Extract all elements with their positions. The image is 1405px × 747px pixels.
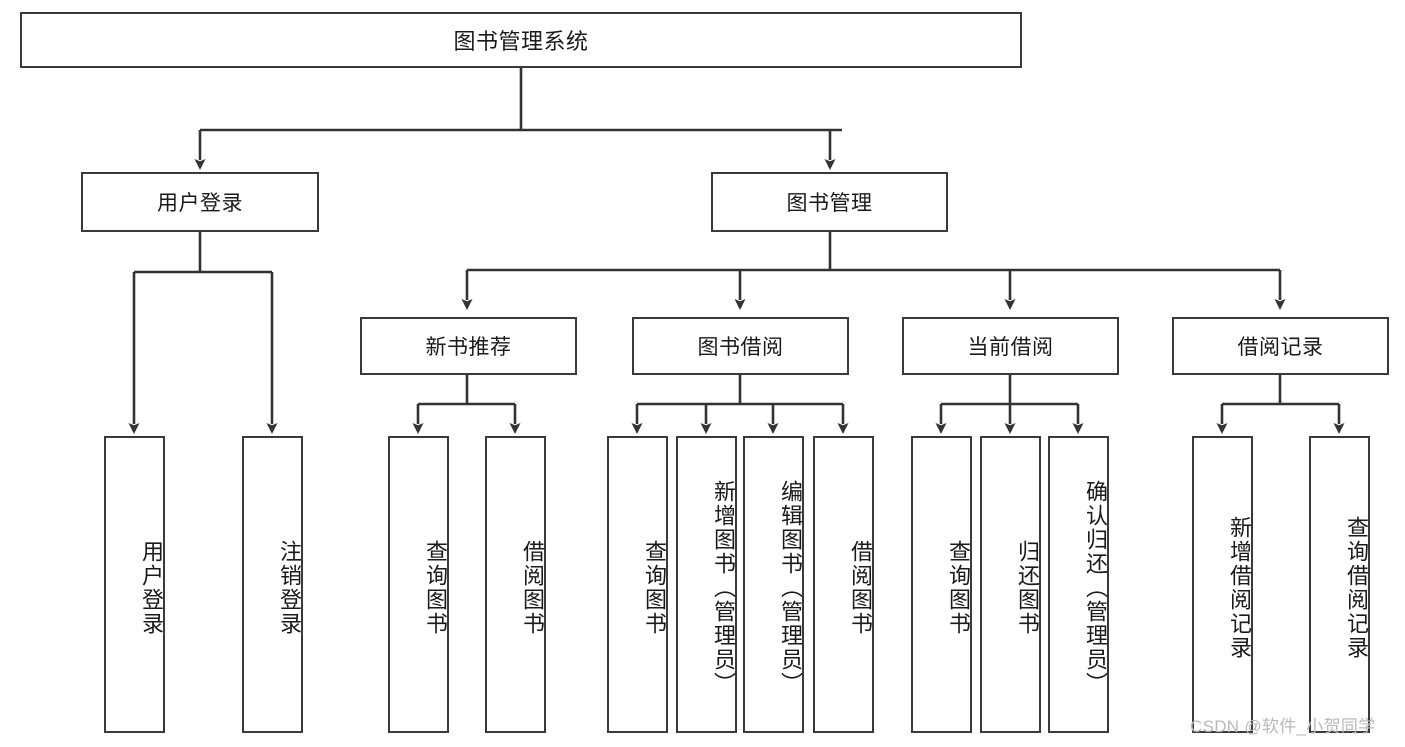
leaf-label: 注销登录	[277, 539, 302, 636]
leaf-logout-login[interactable]: 注销登录	[242, 436, 303, 733]
leaf-borrow-book-borrow[interactable]: 借阅图书	[813, 436, 874, 733]
leaf-label: 用户登录	[139, 539, 164, 636]
leaf-edit-book[interactable]: 编辑图书（管理员）	[743, 436, 804, 733]
leaf-label: 确认归还（管理员）	[1083, 479, 1108, 696]
leaf-label: 归还图书	[1015, 539, 1040, 636]
node-book-borrow[interactable]: 图书借阅	[632, 317, 849, 375]
leaf-user-login[interactable]: 用户登录	[104, 436, 165, 733]
leaf-borrow-book-recommend[interactable]: 借阅图书	[485, 436, 546, 733]
node-book-manage[interactable]: 图书管理	[711, 172, 948, 232]
node-borrow-record[interactable]: 借阅记录	[1172, 317, 1389, 375]
node-current-borrow[interactable]: 当前借阅	[902, 317, 1119, 375]
leaf-label: 查询借阅记录	[1344, 515, 1369, 660]
leaf-label: 查询图书	[946, 539, 971, 636]
leaf-query-book-borrow[interactable]: 查询图书	[607, 436, 668, 733]
node-root-system[interactable]: 图书管理系统	[20, 12, 1022, 68]
leaf-label: 新增借阅记录	[1227, 515, 1252, 660]
leaf-query-borrow-record[interactable]: 查询借阅记录	[1309, 436, 1370, 733]
leaf-confirm-return[interactable]: 确认归还（管理员）	[1048, 436, 1109, 733]
leaf-return-book[interactable]: 归还图书	[980, 436, 1041, 733]
leaf-query-book-current[interactable]: 查询图书	[911, 436, 972, 733]
leaf-label: 查询图书	[423, 539, 448, 636]
leaf-query-book-recommend[interactable]: 查询图书	[388, 436, 449, 733]
leaf-label: 新增图书（管理员）	[711, 479, 736, 696]
leaf-label: 借阅图书	[848, 539, 873, 636]
leaf-add-book[interactable]: 新增图书（管理员）	[676, 436, 737, 733]
node-user-login[interactable]: 用户登录	[81, 172, 319, 232]
leaf-label: 查询图书	[642, 539, 667, 636]
leaf-label: 编辑图书（管理员）	[778, 479, 803, 696]
leaf-add-borrow-record[interactable]: 新增借阅记录	[1192, 436, 1253, 733]
node-new-book-recommend[interactable]: 新书推荐	[360, 317, 577, 375]
leaf-label: 借阅图书	[520, 539, 545, 636]
csdn-watermark: CSDN @软件_小贺同学	[1190, 717, 1376, 736]
